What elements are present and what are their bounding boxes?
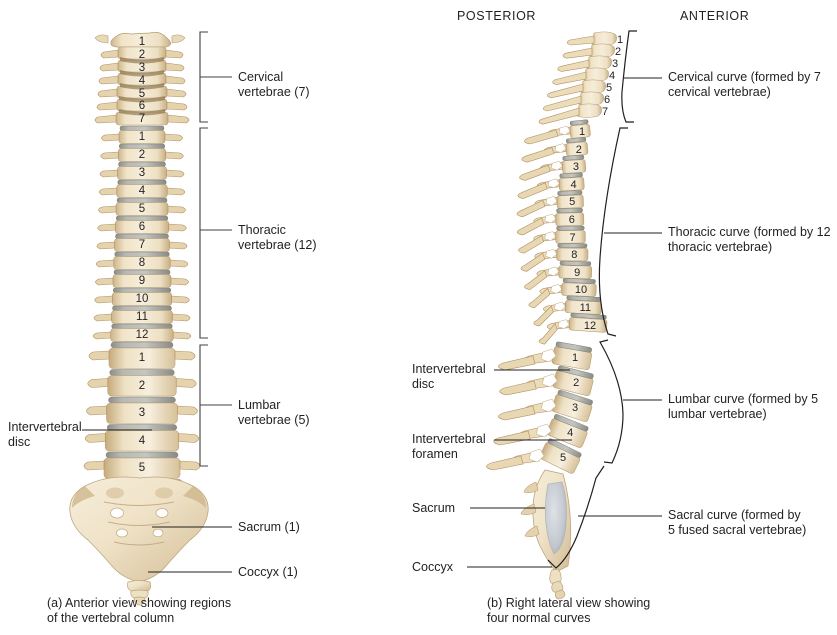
bracket-sacral-curve [547, 465, 605, 569]
bracket-thoracic-curve [598, 127, 628, 337]
lateral-curves [547, 30, 662, 569]
label-thoracic-vertebrae: Thoracic vertebrae (12) [238, 223, 317, 252]
label-sacral-curve: Sacral curve (formed by 5 fused sacral v… [668, 508, 807, 537]
label-sacrum-lateral: Sacrum [412, 501, 456, 515]
label-coccyx-anterior: Coccyx (1) [238, 565, 298, 579]
bracket-thoracic [199, 127, 208, 339]
label-intervertebral-disc-lateral: Intervertebral disc [412, 362, 486, 391]
anterior-cervical-group [94, 31, 190, 126]
label-cervical-curve: Cervical curve (formed by 7 cervical ver… [668, 70, 821, 99]
label-coccyx-lateral: Coccyx [412, 560, 453, 574]
lateral-sacral-patch [545, 481, 567, 555]
anterior-leaders [82, 429, 232, 573]
label-intervertebral-disc-anterior: Intervertebral disc [8, 420, 82, 449]
label-thoracic-curve: Thoracic curve (formed by 12 thoracic ve… [668, 225, 831, 254]
caption-lateral-view: (b) Right lateral view showing four norm… [487, 596, 651, 625]
label-cervical-vertebrae: Cervical vertebrae (7) [238, 70, 310, 99]
bracket-lumbar-curve [599, 339, 624, 464]
anterior-lumbar-group [83, 341, 201, 487]
lateral-spine-illustration [486, 31, 617, 600]
label-sacrum-anterior: Sacrum (1) [238, 520, 300, 534]
anterior-sacrum-coccyx-group [69, 476, 209, 606]
label-lumbar-curve: Lumbar curve (formed by 5 lumbar vertebr… [668, 392, 819, 421]
anterior-thoracic-group [92, 125, 192, 342]
bracket-cervical-curve [621, 30, 637, 123]
header-anterior: ANTERIOR [680, 9, 750, 23]
lateral-leaders [467, 369, 572, 568]
header-posterior: POSTERIOR [457, 9, 537, 23]
anterior-brackets [199, 31, 232, 467]
label-intervertebral-foramen-lateral: Intervertebral foramen [412, 432, 486, 461]
caption-anterior-view: (a) Anterior view showing regions of the… [47, 596, 232, 625]
label-lumbar-vertebrae: Lumbar vertebrae (5) [238, 398, 310, 427]
